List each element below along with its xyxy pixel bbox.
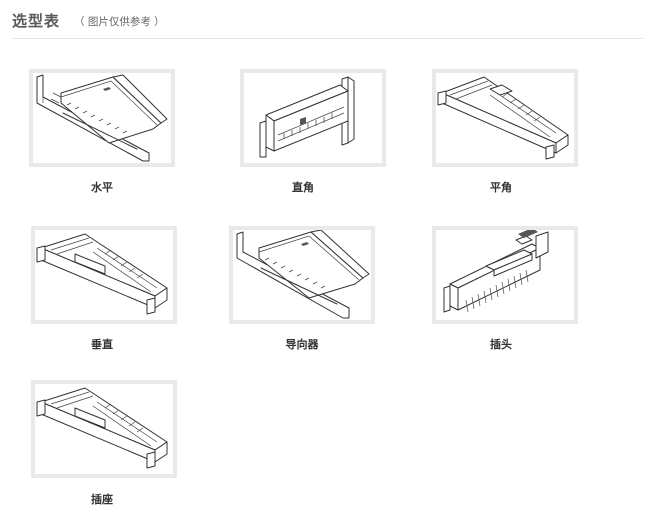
plug-connector-image (443, 230, 549, 313)
product-label-horizontal[interactable]: 水平 (91, 181, 113, 194)
vertical-connector-image (36, 233, 168, 315)
section-header: 选型表 （ 图片仅供参考 ） (12, 8, 643, 39)
product-label-socket[interactable]: 插座 (91, 493, 113, 506)
horizontal-connector-image (36, 74, 168, 162)
product-card-flat-angle[interactable] (432, 69, 578, 167)
section-title: 选型表 (12, 12, 61, 30)
socket-connector-image (36, 387, 168, 469)
product-label-flat-angle[interactable]: 平角 (490, 181, 512, 194)
guide-connector-image (236, 230, 370, 319)
product-label-vertical[interactable]: 垂直 (91, 338, 113, 351)
product-label-plug[interactable]: 插头 (490, 338, 512, 351)
product-card-right-angle[interactable] (240, 69, 386, 167)
right-angle-connector-image (259, 76, 355, 158)
product-card-plug[interactable] (432, 226, 578, 324)
product-card-socket[interactable] (31, 380, 177, 478)
image-reference-note: （ 图片仅供参考 ） (74, 16, 165, 28)
product-card-horizontal[interactable] (29, 69, 175, 167)
flat-angle-connector-image (437, 76, 569, 160)
product-card-vertical[interactable] (31, 226, 177, 324)
product-label-guide[interactable]: 导向器 (285, 338, 319, 351)
product-label-right-angle[interactable]: 直角 (292, 181, 314, 194)
product-card-guide[interactable] (229, 226, 375, 324)
